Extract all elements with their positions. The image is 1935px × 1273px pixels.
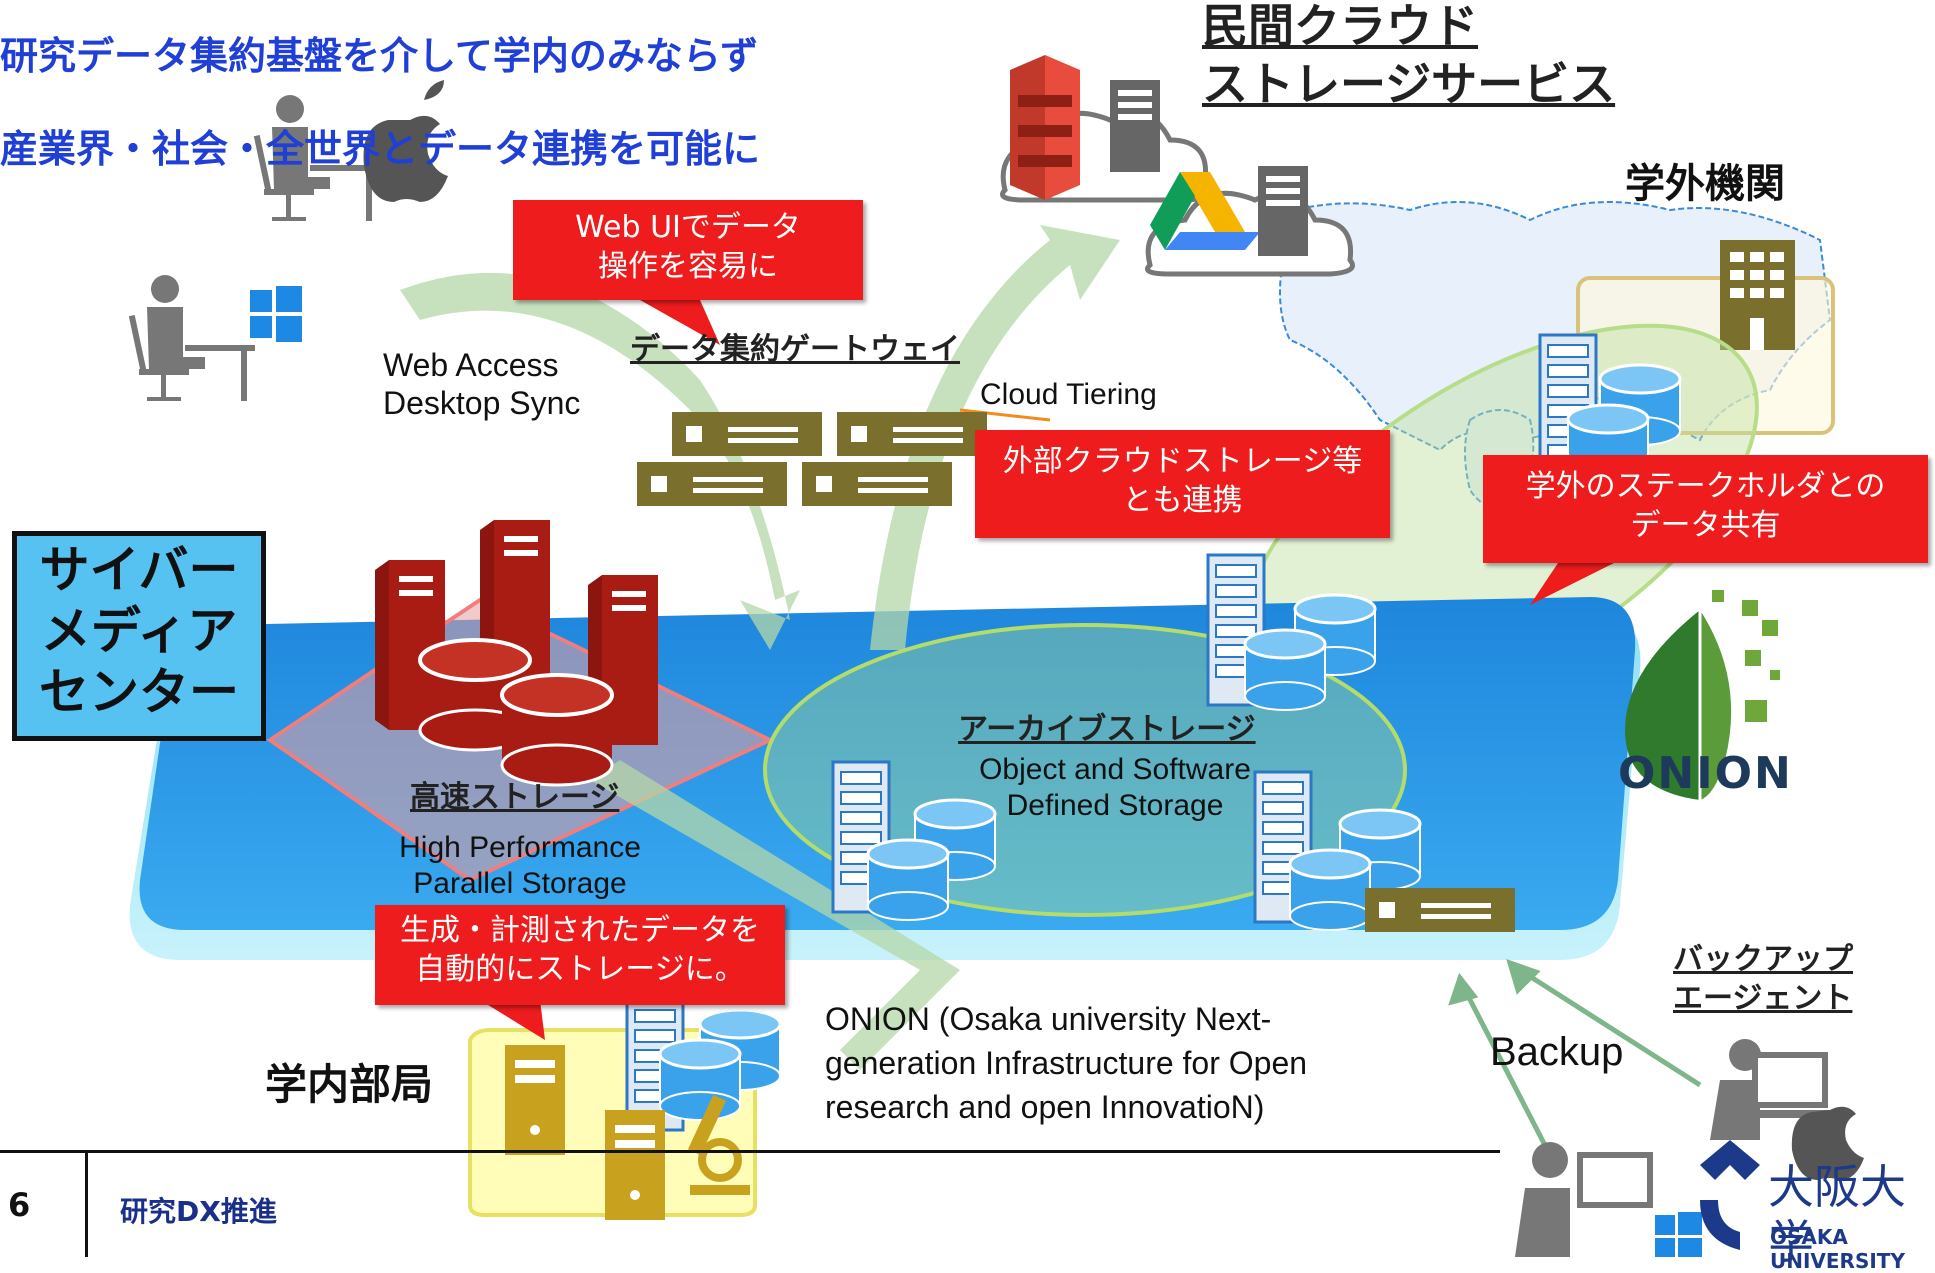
hpc-storage-subtitle: High Performance Parallel Storage [399, 831, 641, 900]
windows-logo-icon-2 [1655, 1212, 1702, 1257]
server-icon-gdrive [1258, 166, 1308, 256]
building-icon [1720, 240, 1795, 350]
gateway-server-2 [837, 412, 987, 456]
department-box [468, 978, 782, 1220]
platform-gateway-server [1365, 888, 1515, 932]
callout-auto-storage: 生成・計測されたデータを 自動的にストレージに。 [375, 905, 785, 1005]
archive-disk-4 [866, 838, 950, 922]
apple-logo-icon [363, 80, 448, 202]
callout-tail-web-ui [640, 300, 720, 345]
windows-logo-icon [250, 286, 302, 342]
department-label: 学内部局 [265, 1060, 434, 1109]
gateway-server-3 [637, 462, 787, 506]
desktop-user-windows-icon [128, 275, 255, 401]
onion-logo-icon [1625, 590, 1780, 800]
gateway-title: データ集約ゲートウェイ [630, 332, 960, 367]
google-drive-icon [1150, 172, 1260, 250]
headline: 研究データ集約基盤を介して学内のみならず 産業界・社会・全世界とデータ連携を可能… [0, 0, 760, 218]
apple-logo-icon-2 [1791, 1106, 1864, 1180]
cloud-tiering-arrow [959, 408, 1051, 422]
backup-label: Backup [1490, 1030, 1624, 1074]
onion-description: ONION (Osaka university Next- generation… [825, 1001, 1308, 1125]
archive-storage-subtitle: Object and Software Defined Storage [979, 753, 1251, 822]
footer-vertical-divider [85, 1150, 88, 1257]
page-number: 6 [8, 1186, 31, 1224]
footer-section: 研究DX推進 [120, 1195, 277, 1228]
osaka-university-logo [1700, 1140, 1760, 1250]
laptop-user-icon [1710, 1039, 1840, 1140]
external-org-title: 学外機関 [1625, 161, 1785, 207]
callout-external-cloud: 外部クラウドストレージ等 とも連携 [975, 430, 1390, 538]
university-name-en: OSAKA UNIVERSITY [1770, 1225, 1905, 1273]
archive-disk-6 [1288, 848, 1372, 932]
callout-tail-auto [480, 1000, 545, 1040]
headline-line-2: 産業界・社会・全世界とデータ連携を可能に [0, 126, 761, 171]
archive-disk-2 [1243, 628, 1327, 712]
cloud-tiering-label: Cloud Tiering [980, 378, 1157, 411]
archive-storage-title: アーカイブストレージ [958, 712, 1256, 747]
footer-divider [0, 1150, 1500, 1153]
hpc-storage-title: 高速ストレージ [410, 780, 620, 815]
laptop-user-icon-2 [1515, 1142, 1653, 1257]
server-icon-s3 [1110, 80, 1160, 172]
web-access-label: Web Access Desktop Sync [383, 347, 581, 422]
headline-line-1: 研究データ集約基盤を介して学内のみならず [0, 33, 759, 78]
onion-logo-text: ONION [1618, 748, 1793, 799]
gateway-server-1 [672, 412, 822, 456]
amazon-s3-icon [1010, 55, 1080, 200]
callout-tail-stakeholder [1530, 560, 1620, 605]
microscope-icon [687, 1094, 750, 1195]
callout-web-ui: Web UIでデータ 操作を容易に [513, 200, 863, 300]
hpc-disk-2 [500, 673, 614, 787]
gateway-server-4 [802, 462, 952, 506]
backup-arrows [1448, 959, 1702, 1157]
university-name-jp: 大阪大学 [1768, 1160, 1906, 1270]
backup-agent-title: バックアップ エージェント [1673, 942, 1853, 1016]
callout-stakeholder: 学外のステークホルダとの データ共有 [1483, 455, 1928, 563]
cloud-services-title: 民間クラウド ストレージサービス [1202, 0, 1616, 111]
cmc-label: サイバー メディア センター [12, 531, 266, 741]
